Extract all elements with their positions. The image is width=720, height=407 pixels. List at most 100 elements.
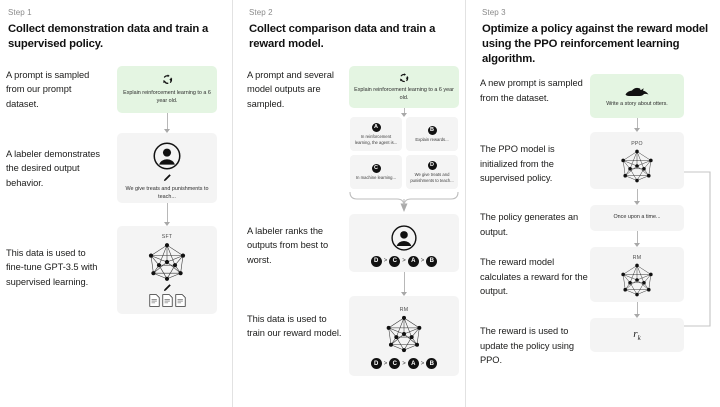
arrow-down — [162, 203, 172, 227]
step-1-row-sft: This data is used to fine-tune GPT-3.5 w… — [6, 226, 232, 315]
rank-badge: A — [407, 358, 419, 370]
step-3-row-prompt: A new prompt is sampled from the dataset… — [480, 74, 720, 133]
step-2-visual-ranking: D > C > A > B — [343, 214, 465, 297]
merge-brace-icon — [348, 190, 460, 213]
rank-badge: A — [407, 255, 419, 267]
step-2-row-reward-model: This data is used to train our reward mo… — [247, 296, 465, 377]
step-3-visual-reward-model: RM — [588, 247, 720, 319]
reward-value-icon: rk — [633, 328, 640, 342]
prompt-card: Explain reinforcement learning to a 6 ye… — [349, 66, 459, 109]
text-output-icon: Once upon a time... — [613, 214, 661, 221]
output-text: Explain rewards... — [415, 136, 449, 142]
step-1-title: Collect demonstration data and train a s… — [8, 23, 209, 51]
step-1-row-labeler: A labeler demonstrates the desired outpu… — [6, 133, 232, 227]
model-output-card: D We give treats and punishments to teac… — [406, 155, 458, 190]
rm-network-label: RM — [399, 307, 409, 314]
step-2-label: Step 2 — [249, 8, 273, 17]
neural-network-icon — [616, 262, 658, 298]
output-text: In machine learning... — [355, 174, 397, 180]
step-2-row-ranking: A labeler ranks the outputs from best to… — [247, 214, 465, 297]
rank-separator: > — [420, 258, 425, 265]
document-icon — [161, 293, 173, 312]
output-badge: B — [427, 125, 437, 135]
step-3-row-reward: The reward is used to update the policy … — [480, 318, 720, 366]
neural-network-icon — [381, 314, 427, 354]
output-badge: A — [371, 123, 381, 133]
reward-model-card: RM — [590, 247, 684, 303]
model-output-card: A In reinforcement learning, the agent i… — [350, 117, 402, 152]
rank-separator: > — [383, 360, 388, 367]
prompt-card-text: Explain reinforcement learning to a 6 ye… — [123, 90, 211, 105]
step-3-visual-prompt: Write a story about otters. — [588, 74, 720, 133]
labeler-icon — [390, 224, 418, 252]
step-3-label: Step 3 — [482, 8, 506, 17]
ranking-card: D > C > A > B — [349, 214, 459, 273]
output-text: In reinforcement learning, the agent is.… — [354, 134, 398, 145]
rm-network-label: RM — [632, 255, 642, 262]
output-badge: D — [427, 161, 437, 171]
step-1-visual-prompt: Explain reinforcement learning to a 6 ye… — [102, 66, 232, 134]
step-2-caption-sampling: A prompt and several model outputs are s… — [247, 70, 334, 109]
documents-group — [148, 293, 186, 312]
generated-output-card: Once upon a time... — [590, 205, 684, 232]
labeler-card-text: We give treats and punishments to teach.… — [125, 185, 209, 200]
ranking-row: D > C > A > B — [370, 255, 438, 267]
step-3-row-ppo: The PPO model is initialized from the su… — [480, 132, 720, 206]
rank-badge: B — [426, 358, 438, 370]
rank-badge: D — [370, 255, 382, 267]
sft-card: SFT — [117, 226, 217, 315]
document-icon — [174, 293, 186, 312]
rank-separator: > — [402, 258, 406, 265]
rank-badge: C — [389, 255, 401, 267]
prompt-card: Explain reinforcement learning to a 6 ye… — [117, 66, 217, 114]
step-1-caption-labeler: A labeler demonstrates the desired outpu… — [6, 149, 100, 188]
model-output-card: C In machine learning... — [350, 155, 402, 190]
pencil-icon — [162, 173, 172, 183]
step-2-caption-ranking: A labeler ranks the outputs from best to… — [247, 226, 329, 265]
step-3-visual-output: Once upon a time... — [588, 205, 720, 248]
step-3-visual-ppo: PPO — [588, 132, 720, 206]
labeler-icon — [152, 141, 182, 171]
neural-network-icon — [143, 241, 191, 283]
rank-badge: C — [389, 358, 401, 370]
arrow-down — [632, 118, 642, 133]
pencil-icon — [162, 283, 172, 293]
sft-network-label: SFT — [161, 233, 173, 240]
step-1-column: Step 1 Collect demonstration data and tr… — [0, 0, 232, 407]
output-badge: C — [371, 163, 381, 173]
arrow-down — [399, 272, 409, 297]
labeler-card: We give treats and punishments to teach.… — [117, 133, 217, 204]
step-2-column: Step 2 Collect comparison data and train… — [232, 0, 465, 407]
output-text: We give treats and punishments to teach.… — [410, 172, 454, 183]
step-2-row-sampling: A prompt and several model outputs are s… — [247, 66, 465, 213]
rank-separator: > — [402, 360, 406, 367]
model-output-card: B Explain rewards... — [406, 117, 458, 152]
arrow-down — [632, 189, 642, 206]
prompt-card: Write a story about otters. — [590, 74, 684, 119]
reward-subscript: k — [637, 334, 641, 343]
document-icon — [148, 293, 160, 312]
reward-value-card: rk — [590, 318, 684, 353]
arrow-down — [162, 113, 172, 134]
step-3-title: Optimize a policy against the reward mod… — [482, 23, 708, 66]
step-1-label: Step 1 — [8, 8, 32, 17]
arrow-down — [632, 231, 642, 248]
rank-badge: D — [370, 358, 382, 370]
ppo-card: PPO — [590, 132, 684, 190]
step-1-caption-prompt: A prompt is sampled from our prompt data… — [6, 70, 90, 109]
step-3-caption-prompt: A new prompt is sampled from the dataset… — [480, 78, 583, 103]
otter-icon — [624, 84, 650, 97]
model-outputs-grid: A In reinforcement learning, the agent i… — [350, 117, 458, 190]
step-3-caption-reward-model: The reward model calculates a reward for… — [480, 257, 588, 296]
ranking-row: D > C > A > B — [370, 358, 438, 370]
ppo-network-label: PPO — [631, 141, 643, 148]
step-2-title: Collect comparison data and train a rewa… — [249, 23, 436, 51]
prompt-card-text: Explain reinforcement learning to a 6 ye… — [354, 86, 454, 101]
reward-model-card: RM — [349, 296, 459, 377]
step-3-caption-reward: The reward is used to update the policy … — [480, 326, 574, 365]
step-3-column: Step 3 Optimize a policy against the rew… — [465, 0, 720, 407]
neural-network-icon — [616, 148, 658, 184]
step-3-caption-output: The policy generates an output. — [480, 212, 579, 237]
rank-separator: > — [420, 360, 425, 367]
